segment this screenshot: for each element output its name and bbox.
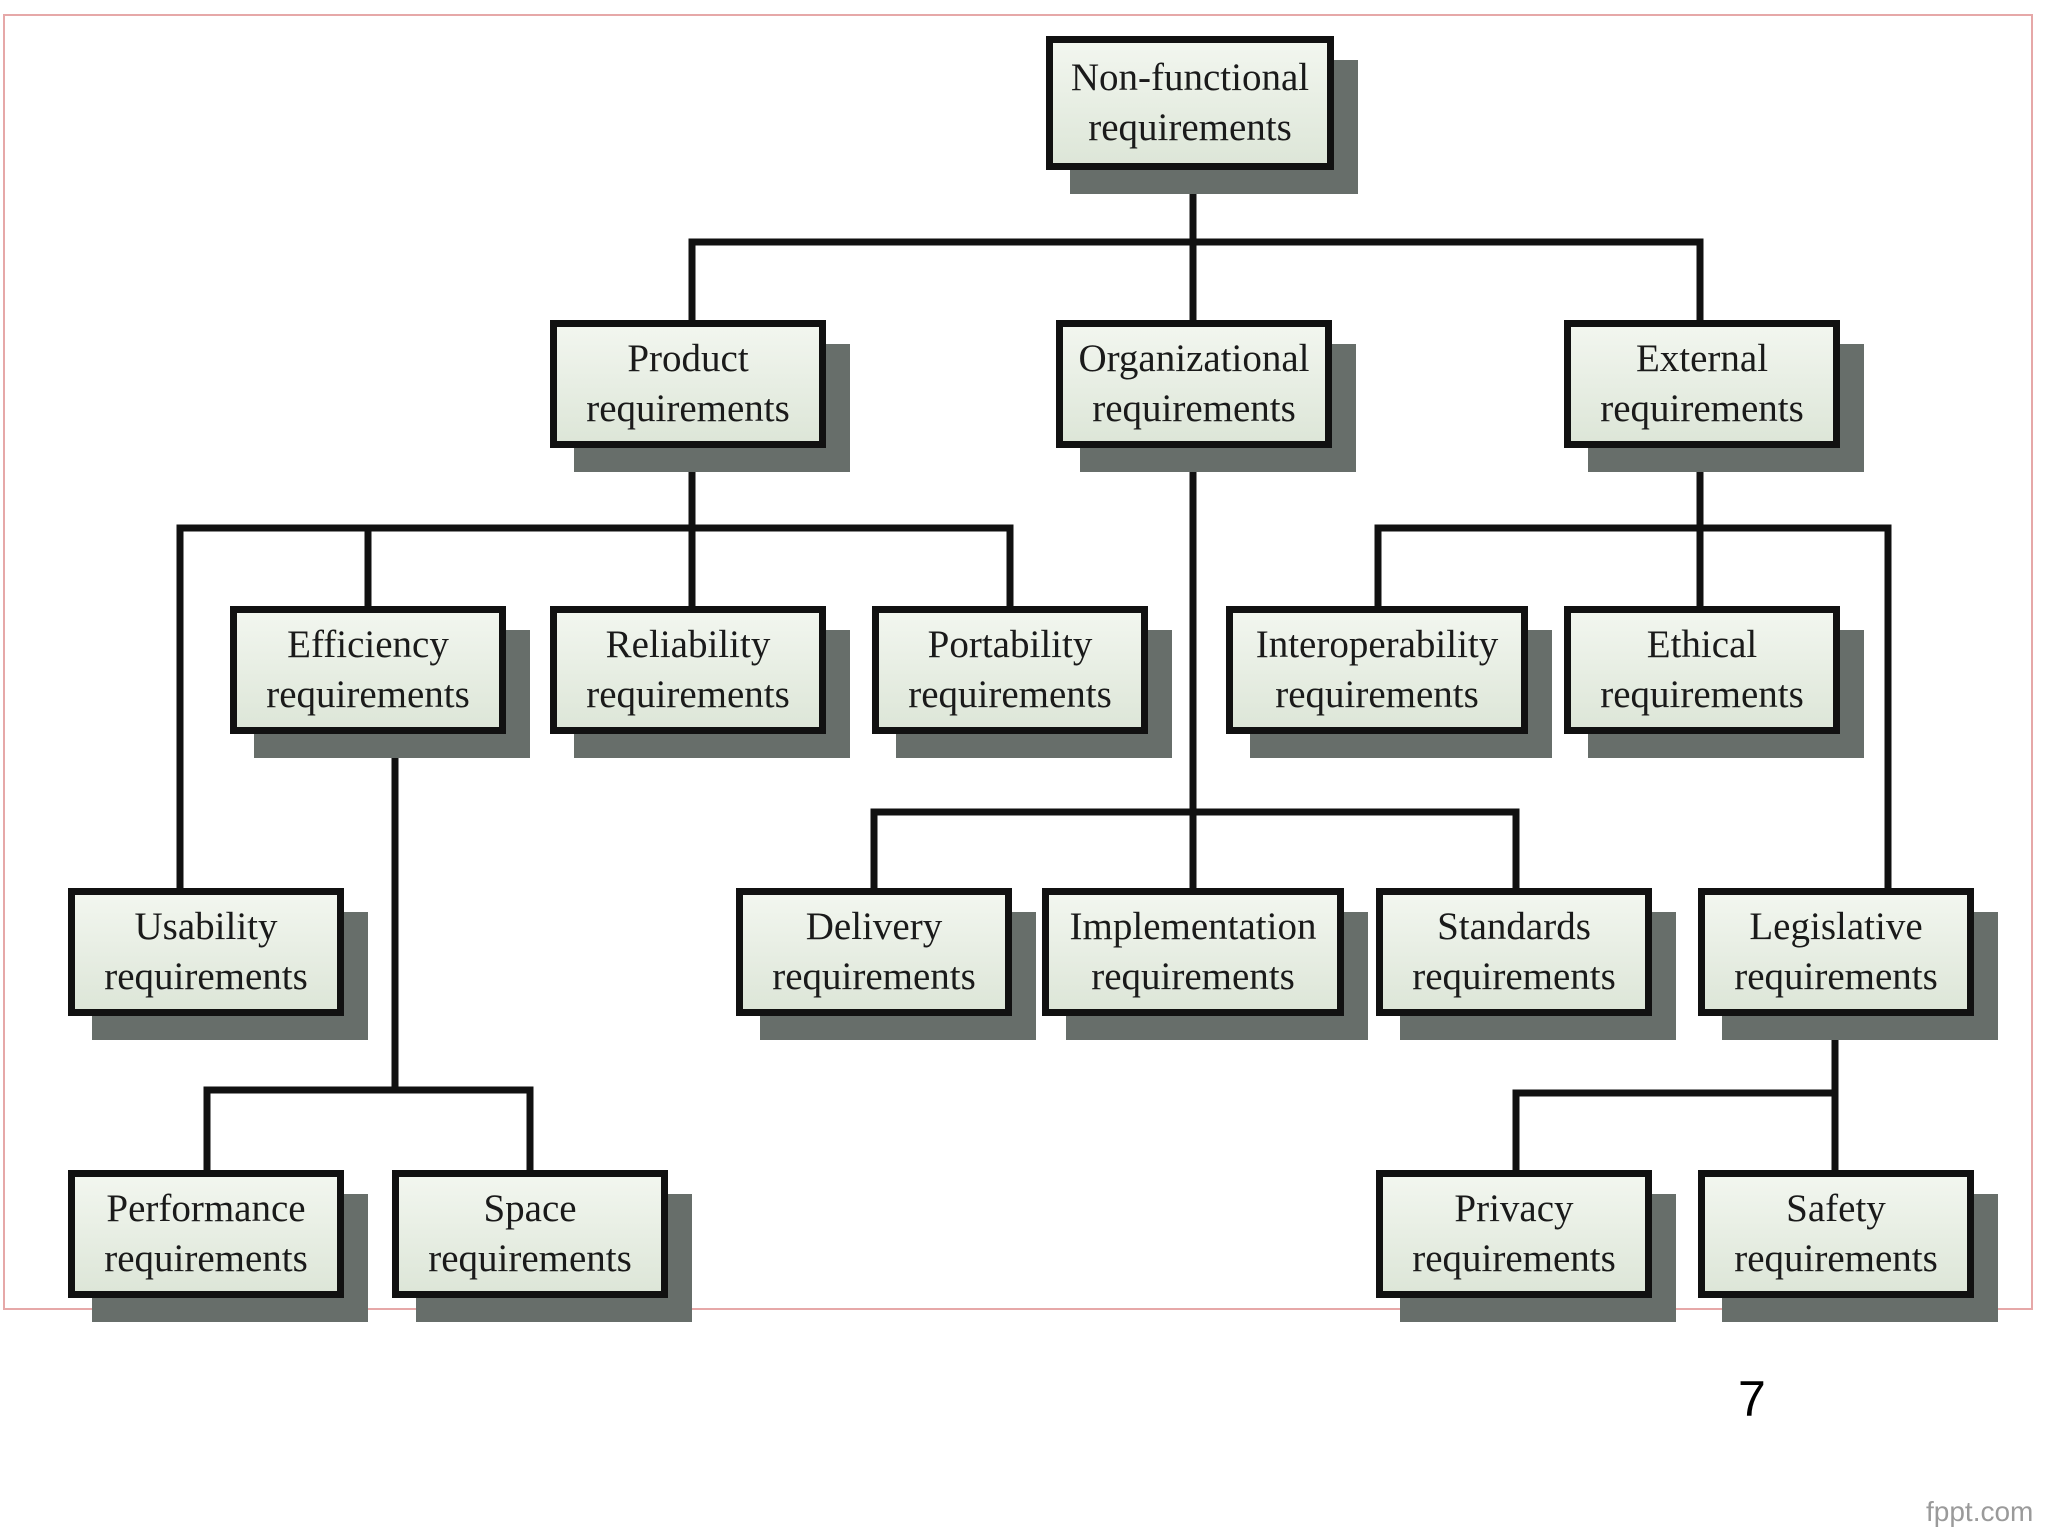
node-safety: Safety requirements xyxy=(1698,1170,1998,1322)
node-ethical: Ethical requirements xyxy=(1564,606,1864,758)
node-label-line1: Reliability xyxy=(605,623,771,666)
node-label-line1: Ethical xyxy=(1646,623,1758,666)
node-label-line1: Space xyxy=(483,1187,577,1230)
node-portability: Portability requirements xyxy=(872,606,1172,758)
node-label-line1: Portability xyxy=(927,623,1093,666)
node-label-line1: Organizational xyxy=(1078,337,1310,380)
node-label-line1: Efficiency xyxy=(287,623,449,666)
node-label-line1: Usability xyxy=(134,905,278,948)
node-external: External requirements xyxy=(1564,320,1864,472)
node-label-line1: Safety xyxy=(1786,1187,1886,1230)
node-label-line2: requirements xyxy=(1600,673,1804,716)
node-delivery: Delivery requirements xyxy=(736,888,1036,1040)
node-label-line2: requirements xyxy=(1412,955,1616,998)
node-implementation: Implementation requirements xyxy=(1042,888,1368,1040)
node-label-line1: Delivery xyxy=(805,905,943,948)
node-efficiency: Efficiency requirements xyxy=(230,606,530,758)
node-label-line2: requirements xyxy=(428,1237,632,1280)
node-label-line2: requirements xyxy=(1600,387,1804,430)
node-label-line1: Privacy xyxy=(1454,1187,1574,1230)
node-reliability: Reliability requirements xyxy=(550,606,850,758)
node-label-line2: requirements xyxy=(586,673,790,716)
node-organizational: Organizational requirements xyxy=(1056,320,1356,472)
node-space: Space requirements xyxy=(392,1170,692,1322)
node-label-line2: requirements xyxy=(1275,673,1479,716)
node-interoperability: Interoperability requirements xyxy=(1226,606,1552,758)
node-product: Product requirements xyxy=(550,320,850,472)
node-label-line2: requirements xyxy=(104,955,308,998)
node-usability: Usability requirements xyxy=(68,888,368,1040)
node-label-line2: requirements xyxy=(1734,1237,1938,1280)
brand-watermark: fppt.com xyxy=(1926,1496,2034,1527)
node-label-line1: Legislative xyxy=(1749,905,1923,948)
node-non-functional: Non-functional requirements xyxy=(1046,36,1358,194)
node-label-line2: requirements xyxy=(1088,106,1292,149)
node-label-line2: requirements xyxy=(1412,1237,1616,1280)
node-label-line1: Performance xyxy=(106,1187,306,1230)
node-label-line1: Product xyxy=(627,337,749,380)
node-standards: Standards requirements xyxy=(1376,888,1676,1040)
node-label-line2: requirements xyxy=(1734,955,1938,998)
node-label-line1: Standards xyxy=(1437,905,1591,948)
diagram-frame xyxy=(3,14,2033,1310)
node-label-line2: requirements xyxy=(772,955,976,998)
page-number: 7 xyxy=(1738,1371,1766,1427)
node-label-line2: requirements xyxy=(908,673,1112,716)
node-label-line1: Implementation xyxy=(1069,905,1317,948)
node-label-line1: Non-functional xyxy=(1070,56,1310,99)
node-label-line1: Interoperability xyxy=(1255,623,1499,666)
node-privacy: Privacy requirements xyxy=(1376,1170,1676,1322)
node-legislative: Legislative requirements xyxy=(1698,888,1998,1040)
node-label-line2: requirements xyxy=(266,673,470,716)
node-label-line2: requirements xyxy=(1091,955,1295,998)
node-performance: Performance requirements xyxy=(68,1170,368,1322)
node-label-line2: requirements xyxy=(586,387,790,430)
node-label-line1: External xyxy=(1635,337,1769,380)
node-label-line2: requirements xyxy=(104,1237,308,1280)
node-label-line2: requirements xyxy=(1092,387,1296,430)
